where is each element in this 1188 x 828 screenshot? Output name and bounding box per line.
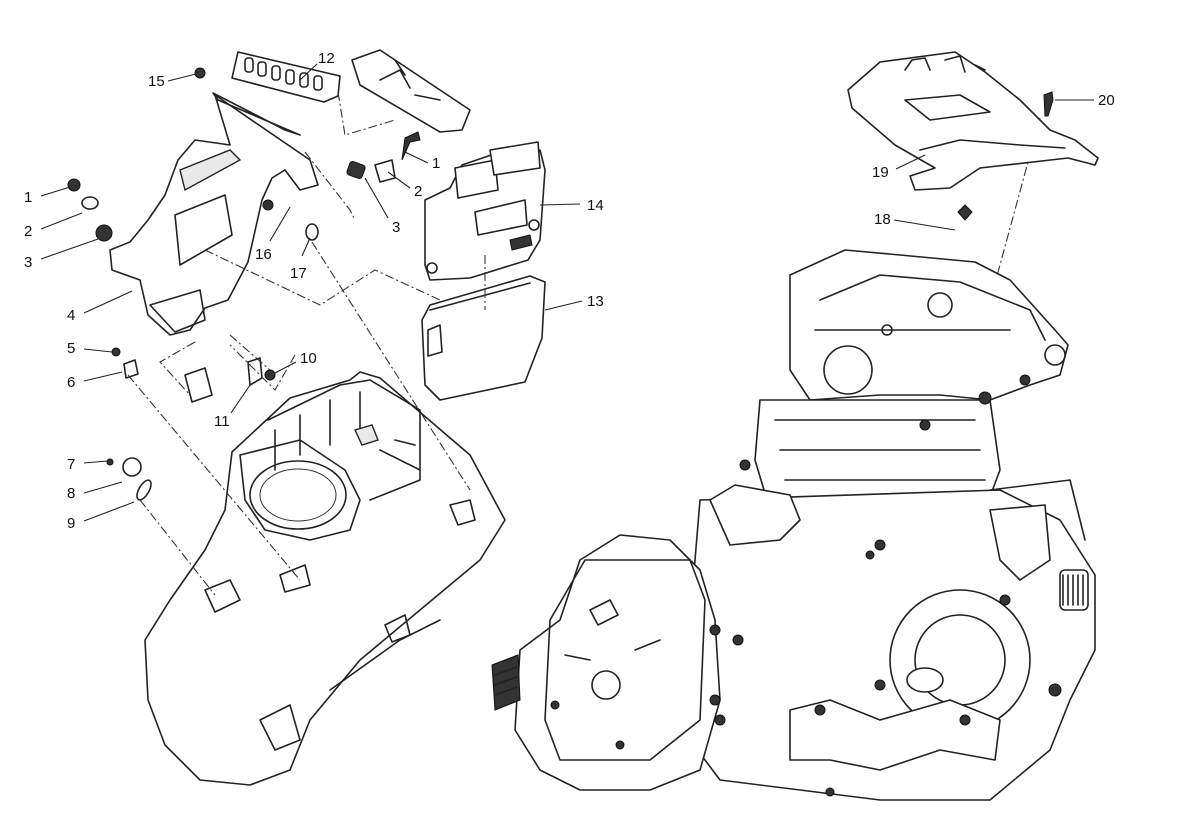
callout-1-left: 1 [24,189,32,206]
callouts: 15 12 1 2 3 4 16 17 1 2 3 14 13 [24,50,1115,532]
sensor [184,367,213,403]
screw-1-left [67,178,81,192]
top-cover [847,51,1099,191]
screw-1-right [401,131,421,161]
spacer-17 [305,223,319,241]
callout-18: 18 [874,211,891,228]
screw-5 [111,347,121,357]
screw-10 [264,369,276,381]
nut-16 [262,199,274,211]
callout-7: 7 [67,456,75,473]
callout-14: 14 [587,197,604,214]
bush-2-right [374,159,396,183]
washer-2-left [81,196,99,210]
callout-10: 10 [300,350,317,367]
callout-20: 20 [1098,92,1115,109]
callout-3-left: 3 [24,254,32,271]
callout-5: 5 [67,340,75,357]
ecu-cover [421,275,546,401]
callout-2-left: 2 [24,223,32,240]
callout-9: 9 [67,515,75,532]
hardware [67,67,421,501]
callout-4: 4 [67,307,75,324]
screw-20 [1043,91,1054,117]
callout-12: 12 [318,50,335,67]
grommet-3-left [95,224,113,242]
connector-8 [122,457,142,477]
screw-7 [106,458,114,466]
clamp-6 [123,359,139,379]
wing-nut-18 [957,204,973,221]
nut-15 [194,67,206,79]
seal-9 [136,479,152,501]
callout-15: 15 [148,73,165,90]
airbox-tray [144,371,506,786]
callout-8: 8 [67,485,75,502]
callout-6: 6 [67,374,75,391]
callout-11: 11 [214,413,230,430]
callout-16: 16 [255,246,272,263]
ecu-bracket [109,92,319,336]
bolt-heads [550,374,1062,797]
callout-13: 13 [587,293,604,310]
bracket-11 [247,357,263,386]
callout-1-right: 1 [432,155,440,172]
engine [491,249,1096,801]
callout-19: 19 [872,164,889,181]
engine-control-unit [424,141,546,281]
callout-3-right: 3 [392,219,400,236]
connector-cluster [351,49,471,133]
grommet-3-right [346,161,366,179]
callout-2-right: 2 [414,183,422,200]
callout-17: 17 [290,265,307,282]
